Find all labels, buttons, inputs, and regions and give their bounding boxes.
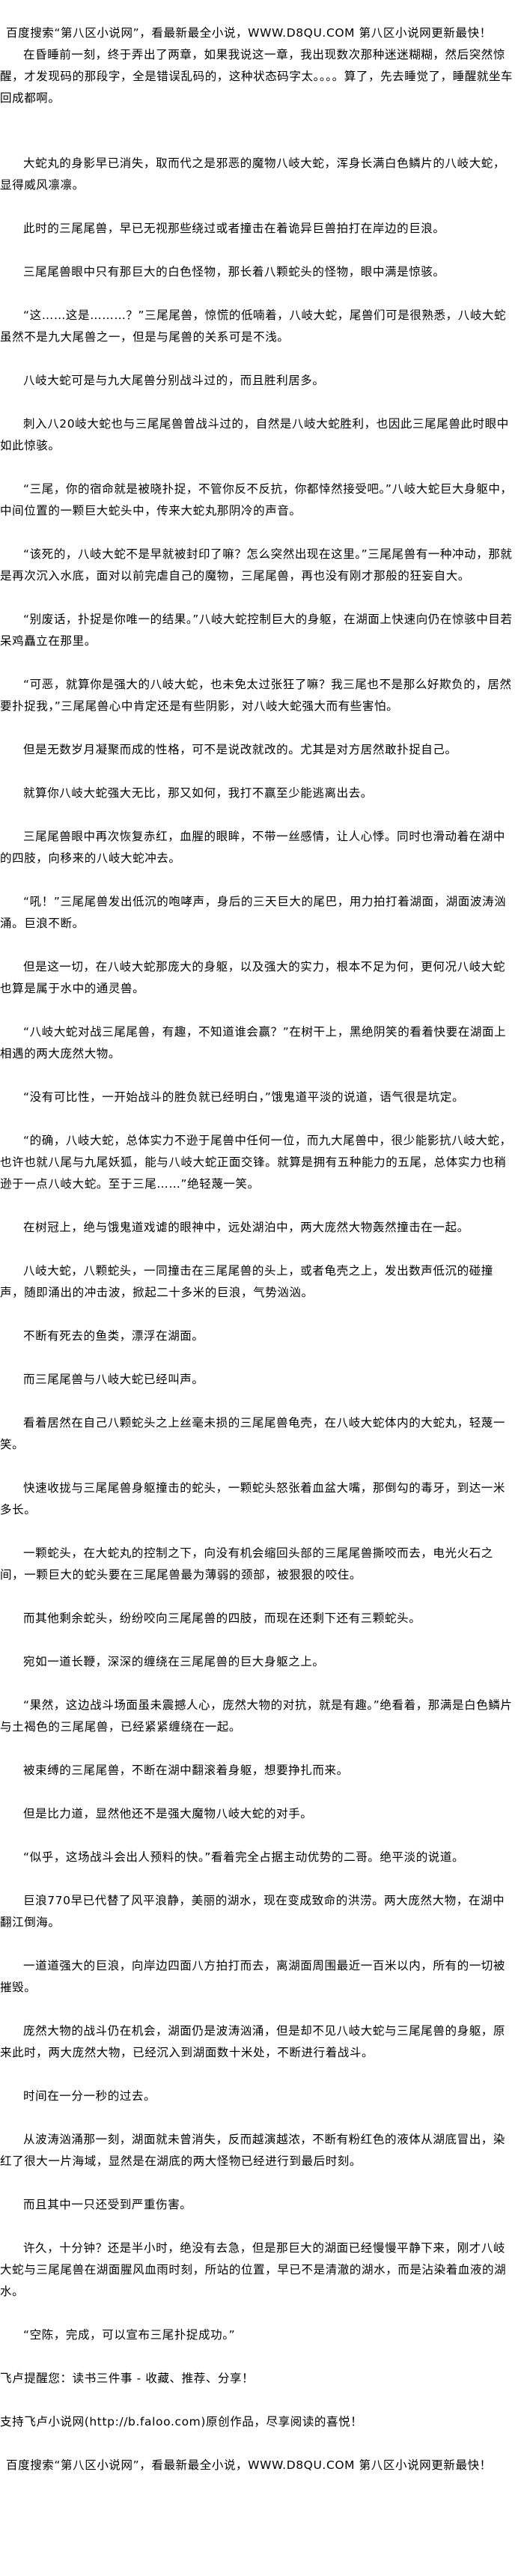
- story-paragraph: 不断有死去的鱼类，漂浮在湖面。: [23, 1329, 204, 1343]
- bottom-banner: 百度搜索“第八区小说网”，看最新最全小说，WWW.D8QU.COM 第八区小说网…: [6, 2458, 492, 2472]
- story-paragraph: “空陈，完成，可以宣布三尾扑捉成功。”: [23, 2328, 236, 2342]
- story-paragraph: 大蛇丸的身影早已消失，取而代之是邪恶的魔物八岐大蛇，浑身长满白色鳞片的八岐大蛇，…: [0, 157, 506, 192]
- story-paragraph: 被束缚的三尾尾兽，不断在湖中翻滚着身躯，想要挣扎而来。: [23, 1764, 349, 1777]
- story-paragraph: 一道道强大的巨浪，向岸边四面八方拍打而去，离湖面周围最近一百米以内，所有的一切被…: [0, 1959, 506, 1994]
- story-paragraph: 而三尾尾兽与八岐大蛇已经叫声。: [23, 1373, 204, 1386]
- story-paragraph: 时间在一分一秒的过去。: [23, 2089, 156, 2103]
- chapter-body: 大蛇丸的身影早已消失，取而代之是邪恶的魔物八岐大蛇，浑身长满白色鳞片的八岐大蛇，…: [0, 153, 515, 2346]
- story-paragraph: 从波涛汹涌那一刻，湖面就未曾消失，反而越演越浓，不断有粉红色的液体从湖底冒出，染…: [0, 2133, 506, 2168]
- story-paragraph: “该死的，八岐大蛇不是早就被封印了嘛？怎么突然出现在这里。”三尾尾兽有一种冲动，…: [0, 547, 513, 583]
- story-paragraph: “可恶，就算你是强大的八岐大蛇，也未免太过张狂了嘛？我三尾也不是那么好欺负的，居…: [0, 678, 512, 713]
- story-paragraph: 一颗蛇头，在大蛇丸的控制之下，向没有机会缩回头部的三尾尾兽撕咬而去，电光火石之间…: [0, 1546, 493, 1582]
- author-note: 在昏睡前一刻，终于弄出了两章，如果我说这一章，我出现数次那种迷迷糊糊，然后突然惊…: [0, 44, 515, 109]
- story-paragraph: “没有可比性，一开始战斗的胜负就已经明白，”饿鬼道平淡的说道，语气很是坑定。: [23, 1090, 465, 1104]
- story-paragraph: 在树冠上，绝与饿鬼道戏谑的眼神中，远处湖泊中，两大庞然大物轰然撞击在一起。: [23, 1221, 469, 1234]
- story-paragraph: “这……这是………？”三尾尾兽，惊慌的低喃着，八岐大蛇，尾兽们可是很熟悉，八岐大…: [0, 309, 507, 344]
- story-paragraph: “似乎，这场战斗会出人预料的快。”看着完全占据主动优势的二哥。绝平淡的说道。: [23, 1850, 465, 1864]
- story-paragraph: 此时的三尾尾兽，早已无视那些绕过或者撞击在着诡异巨兽拍打在岸边的巨浪。: [23, 222, 445, 235]
- story-paragraph: “的确，八岐大蛇，总体实力不逊于尾兽中任何一位，而九大尾兽中，很少能影抗八岐大蛇…: [0, 1134, 512, 1191]
- story-paragraph: 八岐大蛇，八颗蛇头，一同撞击在三尾尾兽的头上，或者龟壳之上，发出数声低沉的碰撞声…: [0, 1264, 493, 1299]
- story-paragraph: 巨浪770早已代替了风平浪静，美丽的湖水，现在变成致命的洪涝。两大庞然大物，在湖…: [0, 1894, 505, 1929]
- story-paragraph: 快速收拢与三尾尾兽身躯撞击的蛇头，一颗蛇头怒张着血盆大嘴，那倒勾的毒牙，到达一米…: [0, 1481, 506, 1516]
- top-banner: 百度搜索“第八区小说网”，看最新最全小说，WWW.D8QU.COM 第八区小说网…: [6, 26, 492, 40]
- story-paragraph: “吼！”三尾尾兽发出低沉的咆哮声，身后的三天巨大的尾巴，用力拍打着湖面，湖面波涛…: [0, 895, 507, 930]
- story-paragraph: 三尾尾兽眼中再次恢复赤红，血腥的眼眸，不带一丝感情，让人心悸。同时也滑动着在湖中…: [0, 830, 506, 865]
- story-paragraph: “果然，这边战斗场面虽未震撼人心，庞然大物的对抗，就是有趣。”绝看着，那满是白色…: [0, 1698, 513, 1734]
- story-paragraph: 八岐大蛇可是与九大尾兽分别战斗过的，而且胜利居多。: [23, 374, 325, 387]
- story-paragraph: 刺入八20岐大蛇也与三尾尾兽曾战斗过的，自然是八岐大蛇胜利，也因此三尾尾兽此时眼…: [0, 417, 509, 452]
- footer: 飞卢提醒您：读书三件事 - 收藏、推荐、分享！ 支持飞卢小说网(http://b…: [0, 2368, 515, 2476]
- story-paragraph: 许久，十分钟？还是半小时，绝没有去急，但是那巨大的湖面已经慢慢平静下来，刚才八岐…: [0, 2241, 507, 2298]
- footer-support-link[interactable]: 支持飞卢小说网(http://b.faloo.com)原创作品，尽享阅读的喜悦！: [0, 2415, 363, 2428]
- footer-reminder: 飞卢提醒您：读书三件事 - 收藏、推荐、分享！: [0, 2372, 255, 2385]
- story-paragraph: 而且其中一只还受到严重伤害。: [23, 2198, 192, 2211]
- story-paragraph: 但是无数岁月凝聚而成的性格，可不是说改就改的。尤其是对方居然敢扑捉自己。: [23, 743, 457, 756]
- story-paragraph: 三尾尾兽眼中只有那巨大的白色怪物，那长着八颗蛇头的怪物，眼中满是惊骇。: [23, 265, 445, 279]
- story-paragraph: “三尾，你的宿命就是被晓扑捉，不管你反不反抗，你都悻然接受吧。”八岐大蛇巨大身躯…: [0, 482, 513, 517]
- story-paragraph: 就算你八岐大蛇强大无比，那又如何，我打不赢至少能逃离出去。: [23, 786, 373, 800]
- story-paragraph: “别废话，扑捉是你唯一的结果。”八岐大蛇控制巨大的身躯，在湖面上快速向仍在惊骇中…: [0, 613, 513, 648]
- story-paragraph: “八岐大蛇对战三尾尾兽，有趣，不知道谁会赢？”在树干上，黑绝阴笑的看着快要在湖面…: [0, 1025, 507, 1060]
- author-note-text: 在昏睡前一刻，终于弄出了两章，如果我说这一章，我出现数次那种迷迷糊糊，然后突然惊…: [0, 48, 514, 105]
- story-paragraph: 宛如一道长鞭，深深的缠绕在三尾尾兽的巨大身躯之上。: [23, 1655, 325, 1668]
- story-paragraph: 而其他剩余蛇头，纷纷咬向三尾尾兽的四肢，而现在还剩下还有三颗蛇头。: [23, 1611, 421, 1625]
- story-paragraph: 但是这一切，在八岐大蛇那庞大的身躯，以及强大的实力，根本不足为何，更何况八岐大蛇…: [0, 960, 506, 995]
- story-paragraph: 看着居然在自己八颗蛇头之上丝毫未损的三尾尾兽龟壳，在八岐大蛇体内的大蛇丸，轻蔑一…: [0, 1416, 506, 1451]
- story-paragraph: 但是比力道，显然他还不是强大魔物八岐大蛇的对手。: [23, 1807, 313, 1820]
- story-paragraph: 庞然大物的战斗仍在机会，湖面仍是波涛汹涌，但是却不见八岐大蛇与三尾尾兽的身躯，原…: [0, 2024, 506, 2059]
- spacer: [0, 131, 515, 153]
